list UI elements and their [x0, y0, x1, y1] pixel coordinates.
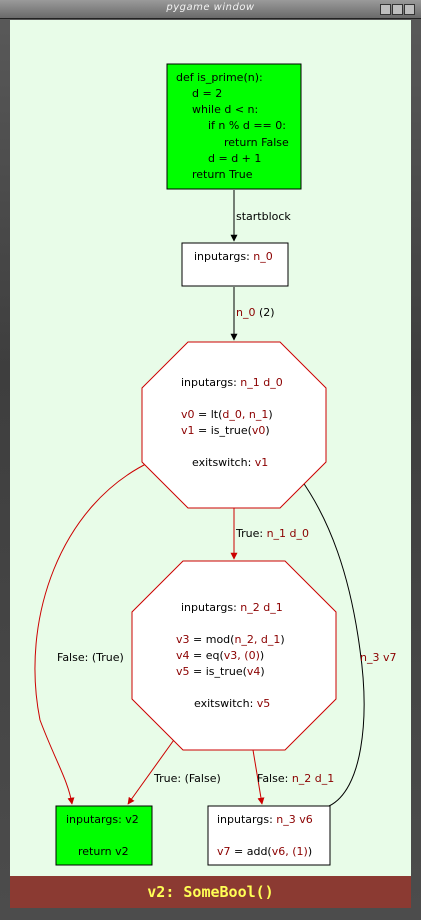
minimize-button[interactable] — [380, 4, 391, 15]
body-inputargs: inputargs: n_2 d_1 — [181, 601, 283, 614]
maximize-button[interactable] — [392, 4, 403, 15]
body-op-eq: v4 = eq(v3, (0)) — [176, 649, 264, 662]
edge-label-header-false: False: (True) — [57, 651, 124, 664]
edge-label-header-true: True: n_1 d_0 — [235, 527, 309, 540]
header-op-lt: v0 = lt(d_0, n_1) — [181, 408, 273, 421]
flow-graph: startblock n_0 (2) True: n_1 d_0 False: … — [34, 63, 396, 866]
edge-label-body-false: False: n_2 d_1 — [257, 772, 334, 785]
edge-label-start-header: n_0 (2) — [236, 306, 275, 319]
increment-inputargs: inputargs: n_3 v6 — [217, 813, 313, 826]
body-exitswitch: exitswitch: v5 — [194, 697, 270, 710]
edge-body-true: True: (False) — [127, 736, 221, 805]
return-block-statement: return v2 — [78, 845, 129, 858]
title-bar[interactable]: pygame window — [0, 0, 421, 19]
status-text: v2: SomeBool() — [147, 883, 274, 901]
edge-header-true: True: n_1 d_0 — [230, 508, 309, 560]
code-line-7: return True — [192, 168, 253, 181]
code-line-3: while d < n: — [192, 103, 258, 116]
edge-label-back-edge: n_3 v7 — [360, 651, 396, 664]
source-code-block[interactable]: def is_prime(n): d = 2 while d < n: if n… — [166, 63, 302, 190]
edge-source-to-start: startblock — [230, 190, 291, 242]
close-button[interactable] — [404, 4, 415, 15]
header-op-is-true: v1 = is_true(v0) — [181, 424, 270, 437]
start-block-inputargs: inputargs: n_0 — [194, 250, 273, 263]
edge-start-to-header: n_0 (2) — [230, 287, 275, 341]
code-line-2: d = 2 — [192, 87, 222, 100]
code-line-5: return False — [224, 136, 289, 149]
body-op-mod: v3 = mod(n_2, d_1) — [176, 633, 285, 646]
return-block-inputargs: inputargs: v2 — [66, 813, 139, 826]
edge-body-false: False: n_2 d_1 — [252, 749, 334, 805]
increment-op-add: v7 = add(v6, (1)) — [217, 845, 312, 858]
window-title: pygame window — [166, 2, 255, 13]
status-bar: v2: SomeBool() — [10, 876, 411, 908]
body-op-is-true: v5 = is_true(v4) — [176, 665, 265, 678]
return-block[interactable]: inputargs: v2 return v2 — [55, 805, 153, 866]
code-line-4: if n % d == 0: — [208, 119, 286, 132]
edge-label-body-true: True: (False) — [153, 772, 221, 785]
header-exitswitch: exitswitch: v1 — [192, 456, 268, 469]
start-block[interactable]: inputargs: n_0 — [181, 242, 289, 287]
graph-canvas[interactable]: startblock n_0 (2) True: n_1 d_0 False: … — [10, 20, 411, 876]
increment-block[interactable]: inputargs: n_3 v6 v7 = add(v6, (1)) — [207, 805, 331, 866]
edge-back-to-header: n_3 v7 — [299, 477, 396, 807]
loop-header-block[interactable]: inputargs: n_1 d_0 v0 = lt(d_0, n_1) v1 … — [141, 341, 327, 509]
edge-header-false: False: (True) — [34, 461, 151, 805]
header-inputargs: inputargs: n_1 d_0 — [181, 376, 283, 389]
edge-label-startblock: startblock — [236, 210, 291, 223]
code-line-1: def is_prime(n): — [176, 71, 263, 84]
loop-body-block[interactable]: inputargs: n_2 d_1 v3 = mod(n_2, d_1) v4… — [131, 560, 337, 751]
code-line-6: d = d + 1 — [208, 152, 261, 165]
